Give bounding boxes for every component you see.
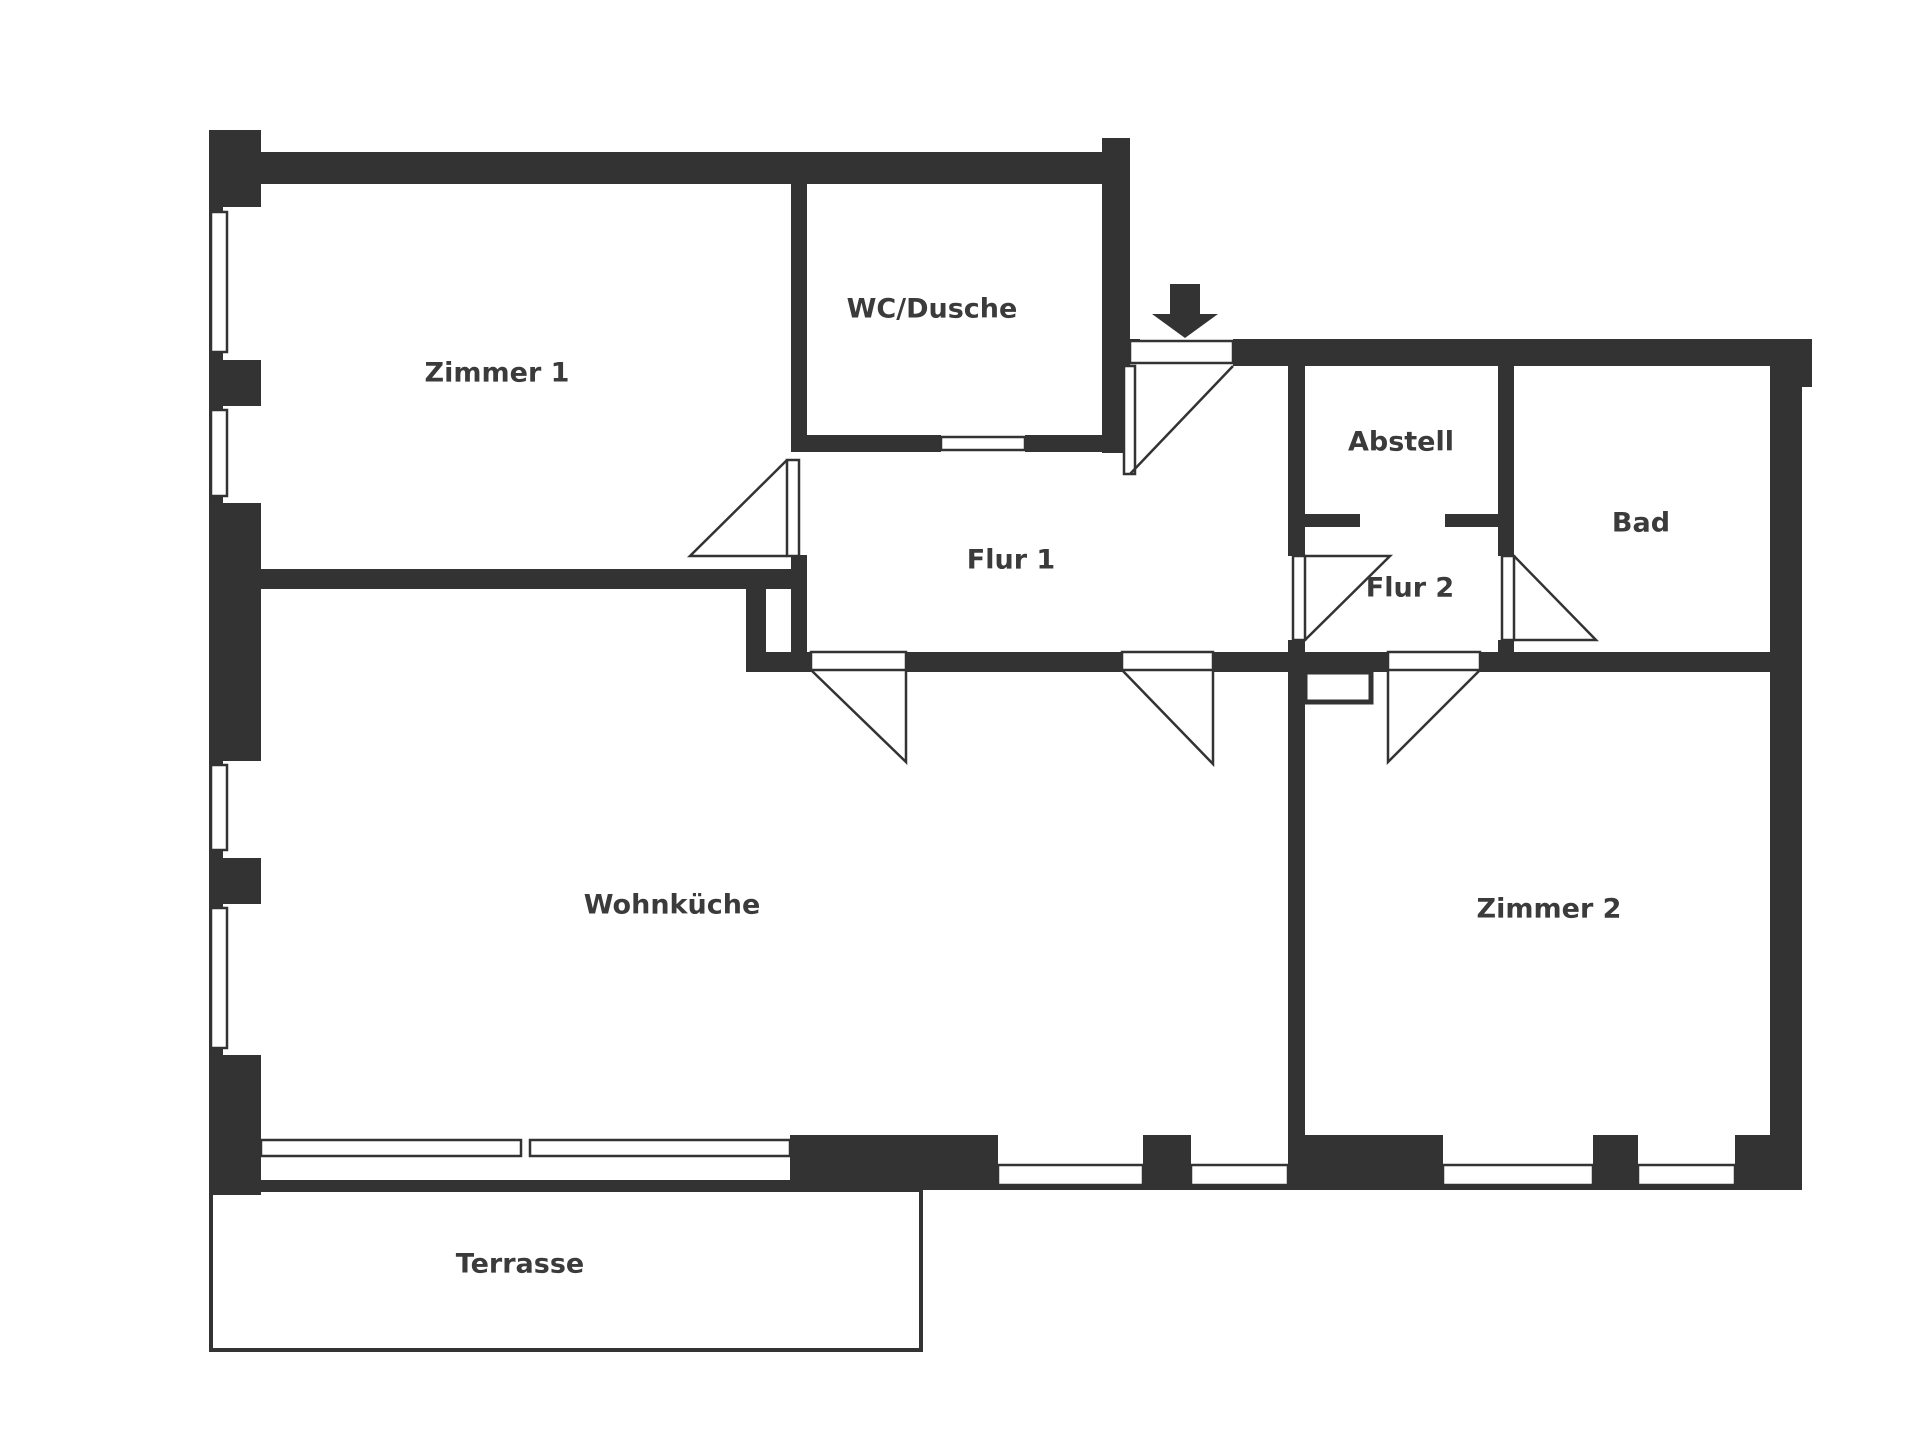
label-bad: Bad — [1612, 508, 1670, 539]
door-entrance-frame — [1122, 364, 1137, 476]
door-wohnkueche-b-frame — [1120, 650, 1215, 672]
door-flur2-swing — [1304, 554, 1394, 641]
label-zimmer2: Zimmer 2 — [1477, 894, 1622, 925]
door-entrance-swing — [1129, 365, 1234, 475]
window-wohnkueche-a — [209, 763, 229, 852]
door-zimmer2-frame — [1386, 650, 1482, 672]
wall-flur1-stub-left — [746, 587, 766, 672]
door-zimmer1-swing — [686, 459, 788, 558]
door-flur2-frame — [1291, 554, 1307, 642]
wall-bad-left-top — [1498, 366, 1514, 556]
window-entrance — [1128, 339, 1235, 365]
wall-top-right-b — [1233, 339, 1812, 366]
window-wohnkueche-b — [209, 906, 229, 1050]
wall-top-main — [209, 152, 1102, 184]
down-arrow-icon — [1152, 284, 1218, 338]
wall-zimmer2-top-a — [1288, 652, 1388, 672]
label-wohnkueche: Wohnküche — [584, 890, 761, 921]
door-bad-frame — [1500, 554, 1516, 642]
label-flur1: Flur 1 — [967, 545, 1055, 576]
window-zimmer1-b — [209, 408, 229, 498]
wall-abstell-stub-left — [1305, 514, 1360, 527]
wall-flur1-bottom-b — [906, 652, 1122, 672]
wall-bottom-left — [209, 1180, 790, 1190]
window-terrace-door-a — [259, 1138, 523, 1158]
wall-abstell-stub-right — [1445, 514, 1505, 527]
window-zimmer2-bottom-b — [1636, 1163, 1737, 1187]
window-terrace-door-b — [528, 1138, 792, 1158]
label-abstell: Abstell — [1348, 427, 1454, 458]
door-wohnkueche-b-swing — [1121, 669, 1215, 768]
door-bad-swing — [1513, 555, 1599, 642]
terrace-outline — [209, 1188, 923, 1352]
wall-wc-bottom-left — [791, 435, 941, 452]
door-zimmer1-frame — [785, 458, 801, 558]
window-wc — [939, 435, 1027, 452]
door-wohnkueche-a-frame — [809, 650, 908, 672]
wall-zimmer1-wohnkueche — [261, 569, 807, 589]
wall-zimmer2-top-b — [1480, 652, 1802, 672]
wall-wc-bottom-right — [1025, 435, 1130, 452]
label-flur2: Flur 2 — [1366, 573, 1454, 604]
window-wohnkueche-bottom-b — [1189, 1163, 1290, 1187]
label-wc-dusche: WC/Dusche — [847, 294, 1018, 325]
window-zimmer1-a — [209, 210, 229, 354]
window-wohnkueche-bottom-a — [996, 1163, 1145, 1187]
door-wohnkueche-a-swing — [810, 669, 908, 765]
label-zimmer1: Zimmer 1 — [425, 358, 570, 389]
room-labels: Zimmer 1 WC/Dusche Flur 1 Abstell Bad Fl… — [425, 294, 1671, 1280]
wall-flur1-bottom-a — [791, 652, 811, 672]
wall-bottom-backing — [790, 1180, 1802, 1190]
window-zimmer2-bottom-a — [1441, 1163, 1595, 1187]
wall-wohnkueche-zimmer2 — [1288, 660, 1305, 1190]
wall-flur1-stub — [791, 555, 807, 672]
wall-flur1-flur2-top — [1288, 366, 1305, 556]
door-zimmer2-swing — [1386, 669, 1481, 766]
wall-right — [1770, 366, 1802, 1190]
windows — [209, 210, 1737, 1187]
wall-flur2-box — [1302, 669, 1374, 705]
doors — [686, 364, 1599, 768]
wall-zimmer1-wc — [791, 184, 807, 442]
label-terrasse: Terrasse — [456, 1249, 584, 1280]
walls — [209, 130, 1812, 1195]
